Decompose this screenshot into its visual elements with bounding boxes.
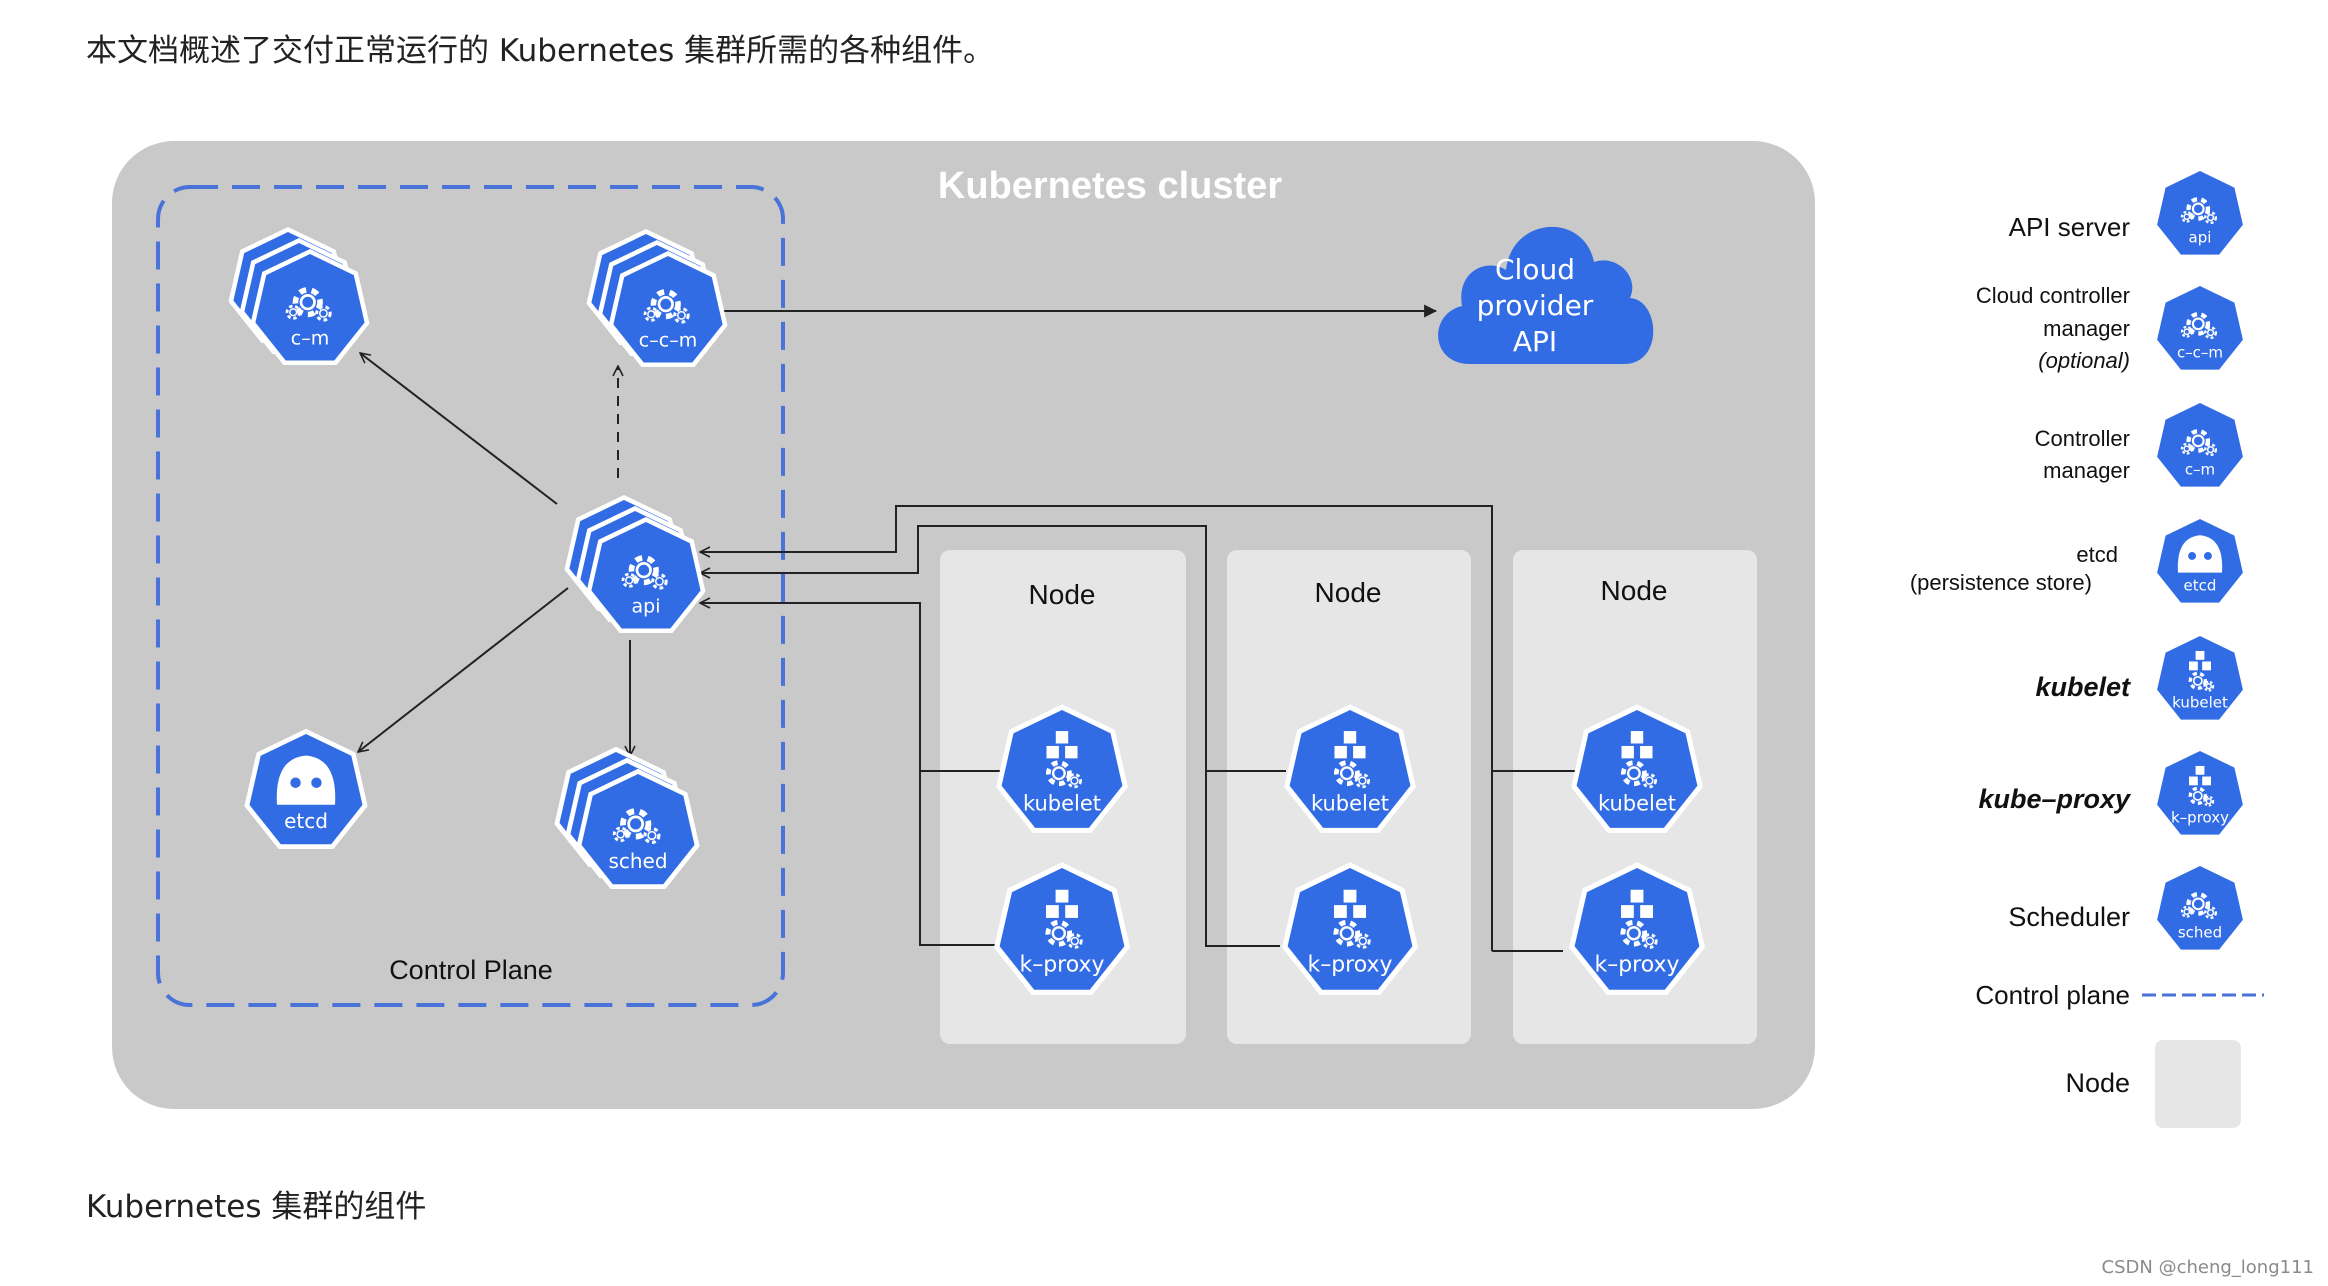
scheduler-icon-label: sched [608,849,667,873]
legend-ccm-label-line-1: Cloud controller [1976,283,2130,308]
api-to-etcd-arrow [358,587,569,752]
node-2-kubelet-icon: kubelet [1284,704,1416,833]
cloud-provider-api: Cloud provider API [1438,226,1654,364]
legend-scheduler-label: Scheduler [2008,902,2130,932]
legend-kubelet-icon-label: kubelet [2172,693,2228,711]
intro-text: 本文档概述了交付正常运行的 Kubernetes 集群所需的各种组件。 [86,33,995,69]
etcd-icon-label: etcd [284,809,328,833]
scheduler-icon: sched [554,746,700,889]
legend-cm-label-line-1: Controller [2035,426,2130,451]
cloud-label-line-3: API [1513,325,1557,358]
node-1-kubelet-icon: kubelet [996,704,1128,833]
controller-manager-icon: c–m [228,227,370,365]
cloud-controller-manager-icon-label: c–c–m [639,330,697,352]
api-to-cm-arrow [360,353,558,505]
legend-etcd-label-line-2: (persistence store) [1910,570,2092,595]
node-1-kproxy-icon-label: k–proxy [1019,953,1104,978]
legend-kube-proxy-label: kube–proxy [1978,784,2132,814]
node-2-kproxy-icon: k–proxy [1282,862,1418,995]
cloud-controller-manager-icon: c–c–m [586,229,728,367]
legend-kproxy-icon: k–proxy [2153,747,2247,839]
legend-etcd-icon: etcd [2153,515,2247,607]
node-1-kproxy-icon: k–proxy [994,862,1130,995]
cluster-title: Kubernetes cluster [938,165,1282,207]
legend-kproxy-icon-label: k–proxy [2171,808,2229,826]
node-1-kubelet-icon-label: kubelet [1023,791,1101,815]
legend-ccm-icon-label: c–c–m [2177,343,2223,361]
legend-ccm-label-line-2: manager [2043,316,2130,341]
watermark: CSDN @cheng_long111 [2101,1257,2314,1278]
api-server-icon: api [564,495,706,633]
legend-kubelet-label: kubelet [2035,672,2131,702]
legend-sched-icon-label: sched [2178,923,2222,941]
component-icons: c–m c–c–m api etcd sched kubelet k–proxy kubele… [228,167,2247,995]
legend-control-plane-label: Control plane [1975,980,2130,1010]
node2-kproxy-link [1205,771,1280,947]
legend-cm-label-line-2: manager [2043,458,2130,483]
node3-to-api-line [700,505,1577,772]
node-2-kproxy-icon-label: k–proxy [1307,953,1392,978]
control-plane-box [156,185,785,1007]
node-label: Node [1601,575,1668,606]
api-server-icon-label: api [632,596,661,618]
node-label: Node [1315,577,1382,608]
figure-caption: Kubernetes 集群的组件 [86,1189,427,1225]
legend-api-icon: api [2153,167,2247,259]
legend-node-label: Node [2065,1068,2130,1098]
node-3-kproxy-icon: k–proxy [1569,862,1705,995]
legend-api-server-label: API server [2009,212,2131,242]
legend-etcd-label-line-1: etcd [2076,542,2118,567]
legend-cm-icon-label: c–m [2185,460,2215,478]
controller-manager-icon-label: c–m [291,328,329,350]
node2-to-api-line [700,525,1286,772]
legend-ccm-icon: c–c–m [2153,282,2247,374]
legend-etcd-icon-label: etcd [2184,576,2217,594]
cloud-label-line-1: Cloud [1495,253,1575,286]
node1-to-api-line [700,603,1000,772]
legend: API server Cloud controller manager (opt… [1910,212,2264,1128]
connector-lines [358,304,1577,952]
node-3-kproxy-icon-label: k–proxy [1594,953,1679,978]
legend-api-icon-label: api [2189,228,2212,246]
node-3-kubelet-icon-label: kubelet [1598,791,1676,815]
node1-kproxy-link [919,771,1000,946]
control-plane-label: Control Plane [389,955,553,985]
legend-sched-icon: sched [2153,862,2247,954]
node-label: Node [1029,579,1096,610]
legend-node-swatch [2155,1040,2241,1128]
node-3-kubelet-icon: kubelet [1571,704,1703,833]
cloud-label-line-2: provider [1477,289,1594,322]
node-2-kubelet-icon-label: kubelet [1311,791,1389,815]
legend-kubelet-icon: kubelet [2153,632,2247,724]
legend-cm-icon: c–m [2153,399,2247,491]
etcd-icon: etcd [244,728,368,849]
legend-ccm-label-line-3: (optional) [2038,348,2130,373]
